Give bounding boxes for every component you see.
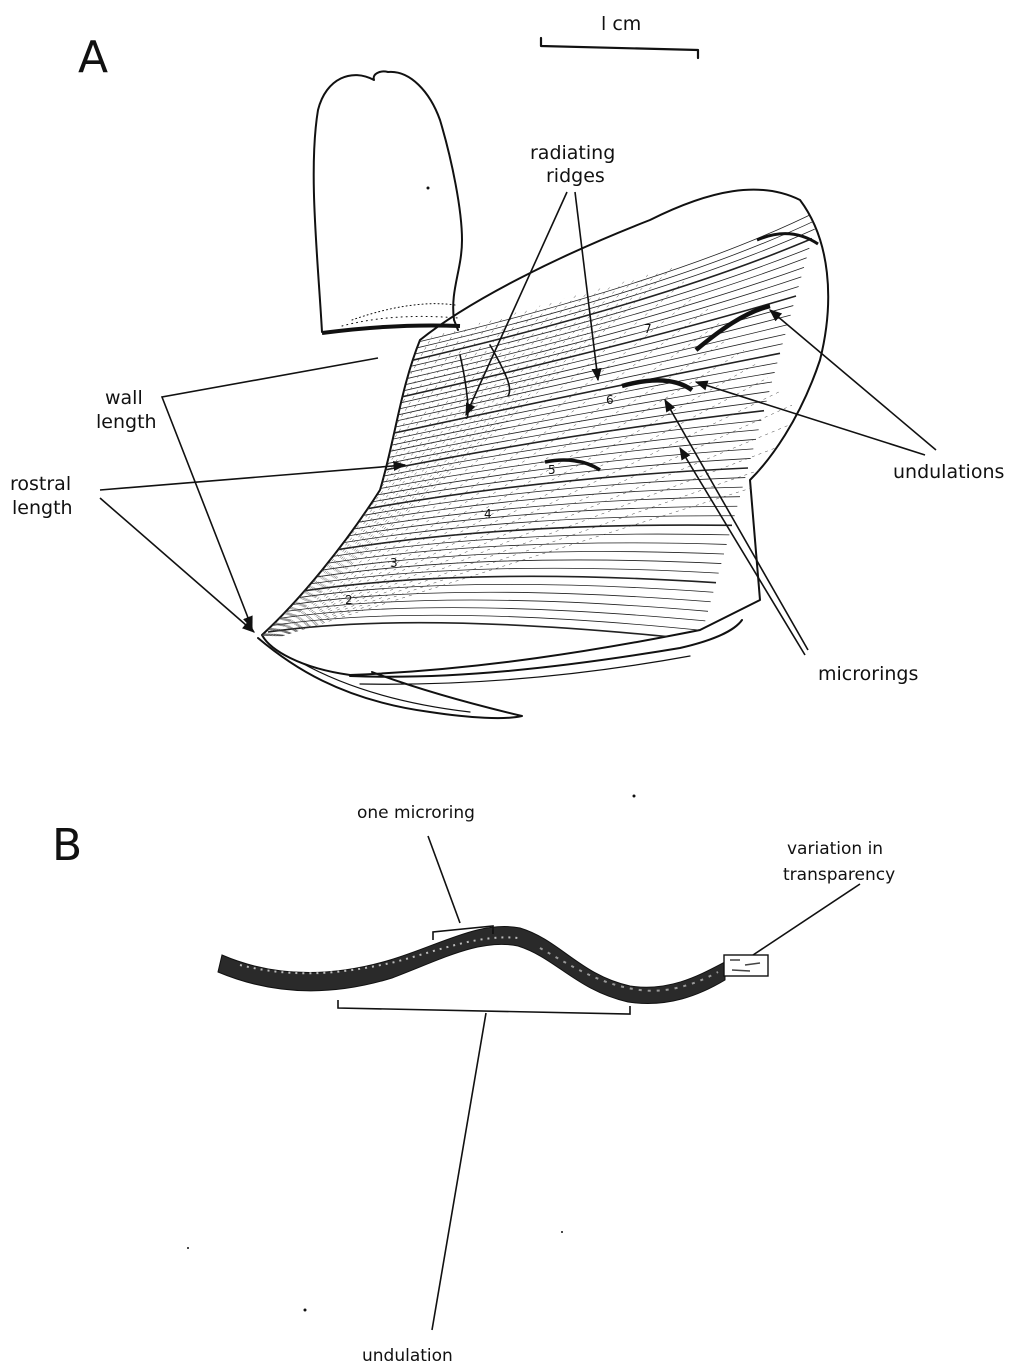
ring-number-4: 4	[484, 507, 492, 521]
shell-plate	[258, 190, 840, 718]
svg-text:wall: wall	[105, 387, 143, 409]
label-undulation: undulation	[338, 1000, 630, 1366]
svg-text:rostral: rostral	[10, 473, 71, 495]
ring-number-7: 7	[644, 322, 652, 336]
svg-text:undulations: undulations	[893, 461, 1004, 483]
soft-body-outline	[314, 71, 462, 333]
svg-text:transparency: transparency	[783, 865, 895, 885]
ring-number-6: 6	[606, 393, 614, 407]
label-variation-in-transparency: variation in transparency	[753, 839, 895, 955]
panel-b-letter: B	[52, 820, 82, 871]
svg-text:radiating: radiating	[530, 142, 615, 164]
label-one-microring: one microring	[357, 803, 493, 940]
svg-text:length: length	[12, 497, 73, 519]
label-radiating-ridges: radiating ridges	[466, 142, 615, 415]
panel-a: A l cm	[10, 13, 1004, 718]
svg-text:length: length	[96, 411, 157, 433]
label-wall-length: wall length	[96, 358, 378, 628]
svg-text:ridges: ridges	[546, 165, 605, 187]
panel-a-letter: A	[78, 32, 108, 83]
ring-number-5: 5	[548, 463, 556, 477]
svg-text:undulation: undulation	[362, 1346, 453, 1366]
undulating-strip	[218, 926, 768, 1003]
svg-text:variation in: variation in	[787, 839, 883, 859]
scale-bar-label: l cm	[601, 13, 641, 35]
svg-text:one microring: one microring	[357, 803, 475, 823]
scale-bar: l cm	[541, 13, 698, 58]
ring-number-2: 2	[345, 593, 353, 607]
panel-b: B one microring variation in transparenc…	[52, 795, 895, 1367]
growth-lines	[262, 210, 840, 640]
ring-number-3: 3	[390, 556, 398, 570]
svg-text:microrings: microrings	[818, 663, 918, 685]
ring-numbers: 2 3 4 5 6 7	[345, 322, 652, 607]
